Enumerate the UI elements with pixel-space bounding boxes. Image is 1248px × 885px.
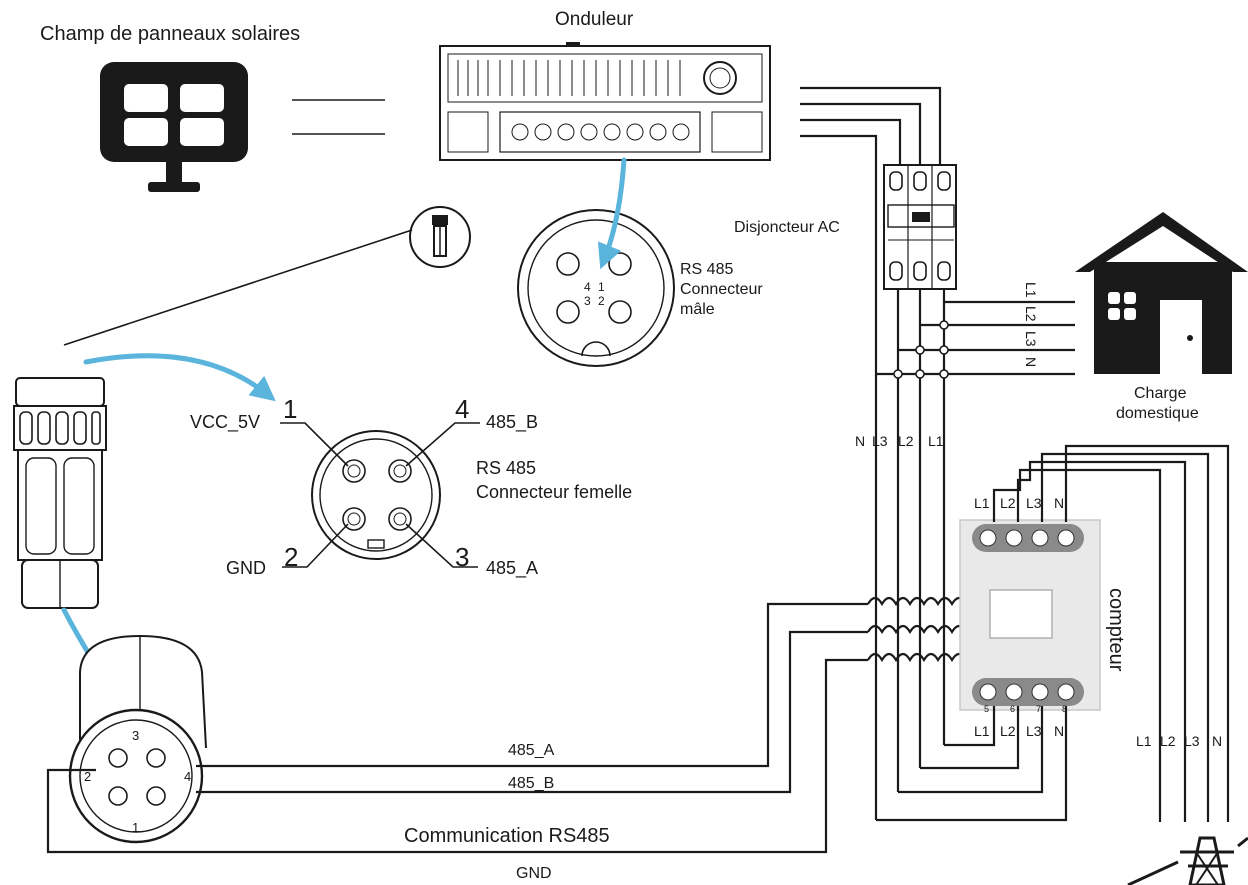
- rs485-plug-icon: [68, 634, 207, 844]
- female-pin-leaders: [280, 422, 480, 568]
- meter-top-phase: L3: [1026, 495, 1042, 511]
- grid-phase-label: L2: [1160, 733, 1176, 749]
- meter-bottom-phase: N: [1054, 723, 1064, 739]
- inverter-ac-output: [800, 86, 942, 820]
- male-pin-number: 1: [598, 280, 605, 294]
- meter-bottom-phase: L2: [1000, 723, 1016, 739]
- house-phase-label: L3: [1023, 331, 1039, 347]
- meter-terminal: 7: [1036, 704, 1041, 714]
- rs485-male-label-2: Connecteur: [680, 281, 763, 298]
- female-pin-vcc-label: VCC_5V: [190, 412, 260, 433]
- breaker-output-wires: [876, 289, 1075, 792]
- female-pin-4-number: 4: [455, 394, 469, 424]
- female-pin-b-label: 485_B: [486, 412, 538, 433]
- meter-top-phase: L2: [1000, 495, 1016, 511]
- energy-meter-icon: [959, 519, 1101, 711]
- comm-label: Communication RS485: [404, 825, 610, 847]
- household-label-1: Charge: [1134, 385, 1187, 402]
- breaker-phase-label: N: [855, 433, 865, 449]
- plug-pin-number: 4: [184, 769, 191, 784]
- breaker-phase-label: L3: [872, 433, 888, 449]
- mini-connector-icon: [409, 206, 471, 268]
- rs485-male-label-3: mâle: [680, 301, 715, 318]
- plug-pin-number: 1: [132, 820, 139, 835]
- meter-top-phase: L1: [974, 495, 990, 511]
- cable-connector-icon: [13, 377, 107, 609]
- inverter-to-male-arrow: [597, 157, 627, 270]
- wire-485b-label: 485_B: [508, 775, 554, 792]
- meter-bottom-phase: L3: [1026, 723, 1042, 739]
- rs485-male-connector-icon: [517, 209, 675, 367]
- breaker-phase-label: L2: [898, 433, 914, 449]
- rs485-female-label-2: Connecteur femelle: [476, 482, 632, 502]
- meter-grid-wires: [876, 444, 1230, 822]
- female-pin-2-number: 2: [284, 542, 298, 572]
- plug-pin-number: 3: [132, 728, 139, 743]
- inverter-icon: [439, 42, 771, 161]
- meter-terminal: 6: [1010, 704, 1015, 714]
- meter-bottom-phase: L1: [974, 723, 990, 739]
- household-label-2: domestique: [1116, 405, 1199, 422]
- ac-breaker-icon: [883, 164, 957, 290]
- wire-485a-label: 485_A: [508, 742, 555, 759]
- cable-to-female-arrow: [83, 353, 276, 402]
- female-pin-3-number: 3: [455, 542, 469, 572]
- female-pin-1-number: 1: [283, 394, 297, 424]
- plug-pin-number: 2: [84, 769, 91, 784]
- solar-field-label: Champ de panneaux solaires: [40, 23, 300, 45]
- rs485-female-connector-icon: [311, 430, 441, 560]
- meter-terminal: 8: [1062, 704, 1067, 714]
- house-phase-labels: L1 L2 L3 N: [1023, 282, 1039, 367]
- meter-top-phase: N: [1054, 495, 1064, 511]
- male-pin-number: 3: [584, 294, 591, 308]
- male-pin-number: 4: [584, 280, 591, 294]
- meter-label: compteur: [1105, 588, 1127, 672]
- male-pin-number: 2: [598, 294, 605, 308]
- breaker-label: Disjoncteur AC: [734, 219, 840, 236]
- inverter-label: Onduleur: [555, 9, 634, 30]
- meter-terminal: 5: [984, 704, 989, 714]
- wire-gnd-label: GND: [516, 865, 552, 882]
- female-pin-a-label: 485_A: [486, 558, 538, 579]
- rs485-female-label-1: RS 485: [476, 458, 536, 478]
- grid-phase-label: L3: [1184, 733, 1200, 749]
- house-phase-label: L1: [1023, 282, 1039, 298]
- house-icon: [1075, 212, 1248, 374]
- house-phase-label: L2: [1023, 306, 1039, 322]
- grid-phase-label: L1: [1136, 733, 1152, 749]
- rs485-male-label-1: RS 485: [680, 261, 733, 278]
- female-pin-gnd-label: GND: [226, 558, 266, 578]
- house-phase-label: N: [1023, 357, 1039, 367]
- solar-panel-icon: [100, 62, 248, 192]
- grid-phase-label: N: [1212, 733, 1222, 749]
- breaker-phase-label: L1: [928, 433, 944, 449]
- power-tower-icon: [1127, 836, 1248, 885]
